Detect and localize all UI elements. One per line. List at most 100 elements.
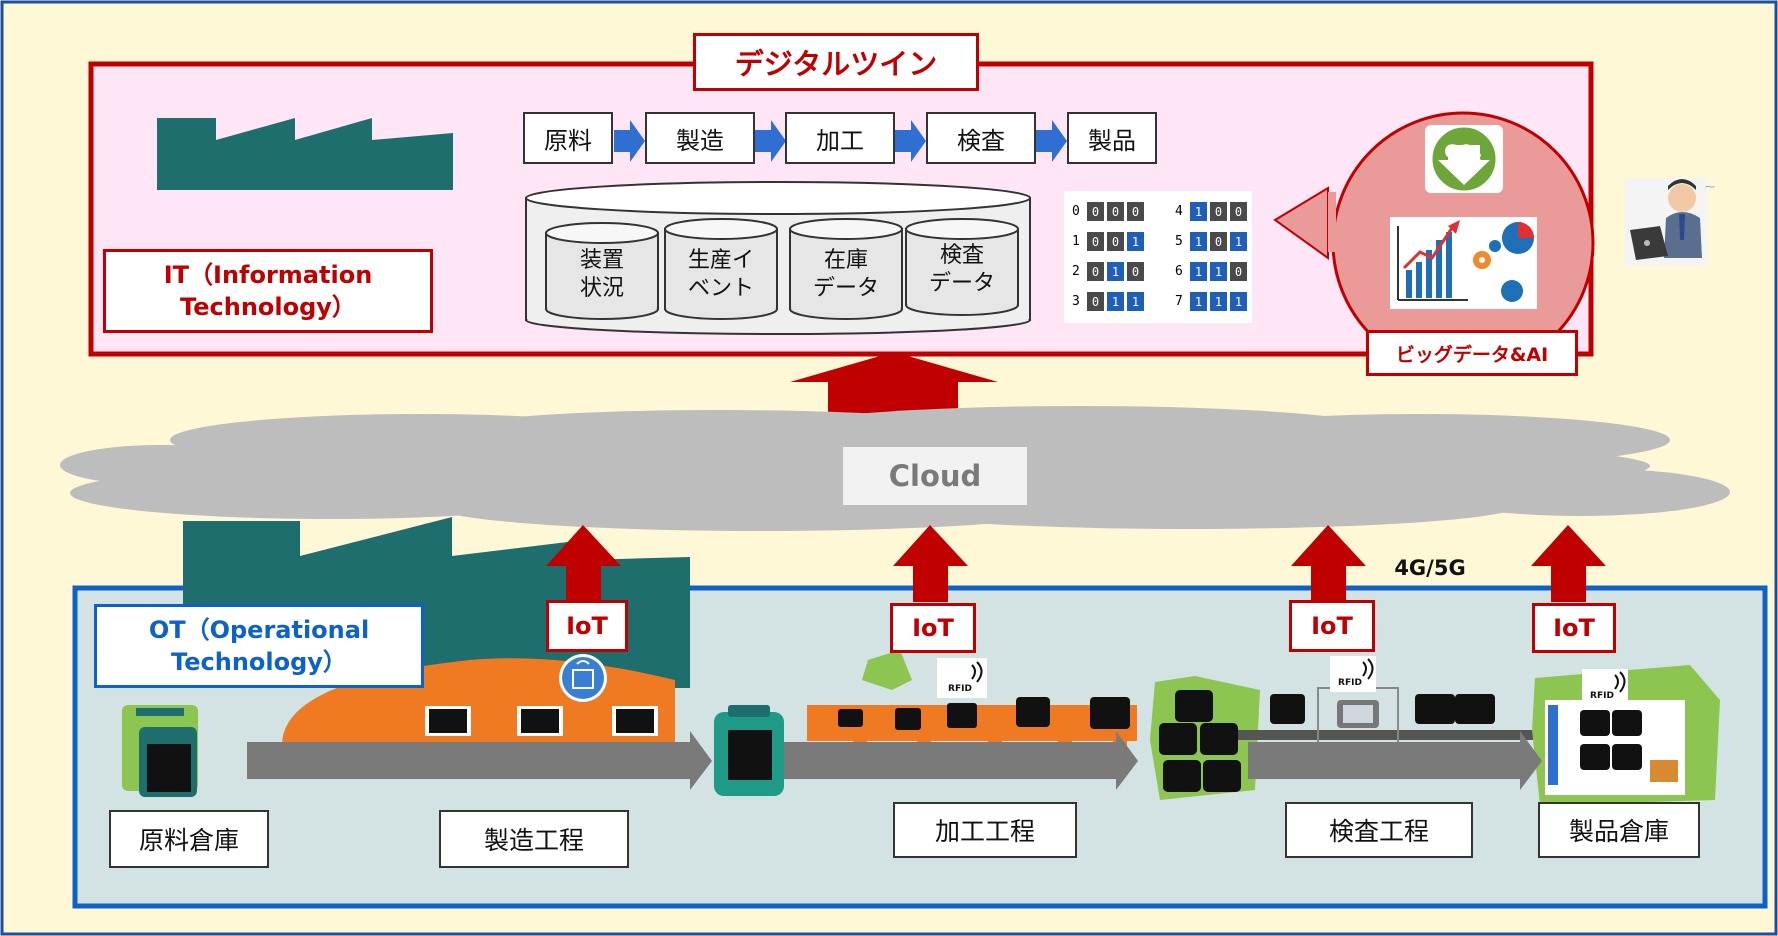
binary-bit: 0 [1087,292,1104,311]
ot-label: OT（Operational Technology） [94,604,424,688]
network-label: 4G/5G [1394,556,1466,580]
binary-bit: 1 [1230,292,1247,311]
binary-bit: 0 [1127,262,1144,281]
db-cylinder-4 [905,218,1019,316]
co2-down-icon [1425,125,1503,193]
binary-row-number: 2 [1072,264,1080,279]
rfid-label-inspection: RFID [1338,678,1362,688]
db-label-line: 生産イ [687,248,754,273]
it-label: IT（Information Technology） [103,249,433,333]
binary-bit: 1 [1190,262,1207,281]
process-box-processing: 加工 [785,112,895,164]
material-flow-arrows [247,731,1542,790]
iot-label-manufacturing: IoT [546,600,628,652]
flow-arrow-4 [1036,120,1067,162]
binary-bit: 0 [1127,202,1144,221]
equipment-tanks-fill [429,709,654,733]
binary-row-number: 1 [1072,234,1080,249]
station-processing: 加工工程 [893,802,1077,858]
binary-bit: 0 [1107,202,1124,221]
binary-bit: 0 [1210,202,1227,221]
station-inspection: 検査工程 [1285,802,1473,858]
station-raw-warehouse: 原料倉庫 [109,810,269,868]
db-label-line: 状況 [579,276,624,301]
process-box-raw: 原料 [523,112,613,164]
ot-label-line: OT（Operational [148,616,370,644]
binary-bit: 1 [1190,202,1207,221]
iot-label-processing: IoT [890,603,976,653]
it-label-line: IT（Information [163,261,373,289]
iot-arrow-2 [893,525,968,602]
db-cylinder-3 [789,218,903,320]
db-label-line: ベント [687,276,754,301]
intermediate-bin [714,705,784,796]
db-label-line: 検査 [939,243,984,268]
binary-bit: 1 [1190,232,1207,251]
bigdata-ai-label: ビッグデータ&AI [1366,330,1578,376]
binary-bit: 1 [1107,292,1124,311]
binary-row-number: 5 [1175,234,1183,249]
binary-bit: 0 [1087,232,1104,251]
binary-bit: 1 [1107,262,1124,281]
cloud-label: Cloud [888,459,982,493]
iot-up-arrows [546,525,1606,602]
db-label-equipment: 装置 状況 [548,245,656,305]
it-label-line: Technology） [180,293,356,321]
item-pile [1150,676,1260,800]
database-cylinders-small [545,218,1019,320]
binary-bit: 0 [1087,202,1104,221]
ot-label-line: Technology） [171,648,347,676]
rfid-label-warehouse: RFID [1590,691,1614,701]
binary-bit: 0 [1087,262,1104,281]
binary-row-number: 0 [1072,204,1080,219]
digital-twin-title: デジタルツイン [693,33,979,91]
db-label-production-events: 生産イ ベント [667,245,775,305]
binary-bit: 1 [1127,292,1144,311]
db-label-line: 在庫 [823,248,868,273]
sensor-icon [559,654,607,702]
process-flow-arrows [614,120,1067,162]
green-sack [862,650,912,690]
process-box-inspection: 検査 [926,112,1036,164]
co2-subscript: 2 [1474,150,1482,164]
growth-chart-icon [1390,217,1537,309]
binary-bit: 1 [1210,292,1227,311]
db-label-line: 装置 [579,248,624,273]
process-box-product: 製品 [1067,112,1157,164]
flow-gray-3 [1248,731,1542,790]
iot-arrow-3 [1291,525,1366,602]
binary-bit: 1 [1127,232,1144,251]
binary-bit: 1 [1230,232,1247,251]
co2-text: CO [1444,141,1475,163]
binary-row-number: 3 [1072,294,1080,309]
raw-material-bin [122,705,198,797]
binary-bit: 0 [1107,232,1124,251]
flow-arrow-1 [614,120,645,162]
db-cylinder-2 [664,218,778,320]
flow-arrow-3 [895,120,926,162]
binary-row-number: 4 [1175,204,1183,219]
binary-row-number: 6 [1175,264,1183,279]
iot-arrow-4 [1531,525,1606,602]
cloud-users-icon [1501,280,1523,302]
db-label-inspection: 検査 データ [908,240,1016,300]
process-box-manufacture: 製造 [645,112,755,164]
svg-text:⁓: ⁓ [1705,182,1715,193]
station-product-warehouse: 製品倉庫 [1538,802,1700,858]
station-manufacturing: 製造工程 [439,810,629,868]
iot-label-warehouse: IoT [1532,603,1616,653]
binary-bit: 1 [1210,262,1227,281]
binary-bit: 0 [1230,262,1247,281]
rfid-icons [971,658,1626,693]
db-label-line: データ [812,276,879,301]
product-warehouse [1532,665,1720,805]
factory-silhouette-it [157,118,453,190]
